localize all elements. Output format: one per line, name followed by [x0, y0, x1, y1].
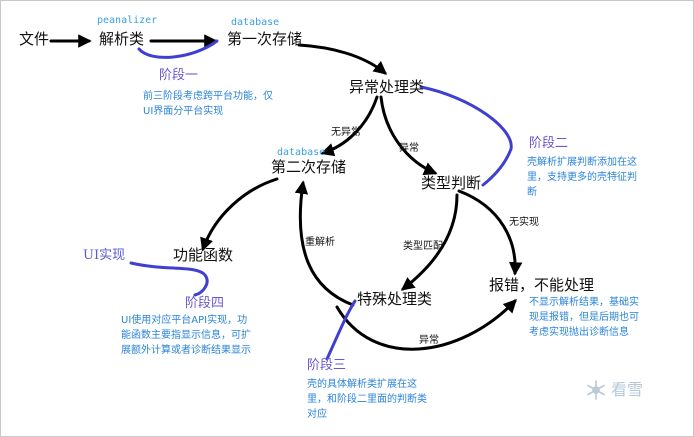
- watermark-text: 看雪: [611, 379, 644, 399]
- arrow-type-judge-to-special: [400, 193, 459, 291]
- stage-line-3: [325, 299, 357, 361]
- stage-4-note: UI使用对应平台API实现，功能函数主要指显示信息，可扩展额外计算或者诊断结果显…: [121, 315, 251, 356]
- node-exception-handler: 异常处理类: [349, 78, 425, 96]
- edge-label-exception: 异常: [399, 143, 419, 154]
- edge-label-reparse: 重解析: [305, 237, 335, 248]
- ui-implementation-label: UI实现: [83, 248, 126, 263]
- arrow-exception-to-second-store: [320, 95, 379, 157]
- arrow-exception-to-type-judge: [379, 95, 438, 175]
- stage-2-title: 阶段二: [529, 136, 569, 151]
- stage-line-1: [137, 39, 219, 59]
- stage-3-title: 阶段三: [307, 358, 347, 373]
- node-first-store: 第一次存储: [227, 30, 303, 48]
- node-second-store: 第二次存储: [271, 158, 347, 176]
- stage-4-title: 阶段四: [185, 296, 225, 311]
- snowflake-icon: [587, 380, 605, 400]
- node-error: 报错，不能处理: [489, 276, 595, 294]
- edge-label-no-impl: 无实现: [509, 217, 539, 228]
- node-file: 文件: [19, 30, 50, 48]
- edge-label-no-exception: 无异常: [331, 127, 361, 138]
- tag-database-1: database: [231, 17, 280, 28]
- edge-label-exception-2: 异常: [419, 335, 439, 346]
- node-parser: 解析类: [99, 30, 145, 48]
- tag-database-2: database: [277, 147, 326, 158]
- edge-label-type-match: 类型匹配: [403, 241, 443, 252]
- node-function: 功能函数: [173, 246, 234, 264]
- stage-1-title: 阶段一: [159, 68, 199, 83]
- tag-peanalizer: peanalizer: [97, 15, 158, 26]
- node-special-handler: 特殊处理类: [357, 290, 433, 308]
- stage-line-2: [419, 85, 513, 187]
- arrow-second-store-to-function: [200, 177, 279, 252]
- arrow-type-judge-to-error: [457, 189, 523, 276]
- node-type-judge: 类型判断: [421, 174, 482, 192]
- stage-2-note: 壳解析扩展判断添加在这里，支持更多的壳特征判断: [527, 157, 637, 198]
- watermark: 看雪: [585, 379, 643, 401]
- stage-3-note: 壳的具体解析类扩展在这里，和阶段二里面的判断类对应: [307, 379, 427, 420]
- stage-line-4: [129, 261, 209, 297]
- arrow-first-store-to-exception: [297, 43, 388, 75]
- arrow-special-to-error: [335, 299, 517, 351]
- arrow-special-to-second-store: [294, 180, 355, 307]
- stage-1-note: 前三阶段考虑跨平台功能，仅UI界面分平台实现: [143, 91, 273, 117]
- error-note: 不显示解析结果，基础实现是报错，但是后期也可考虑实现抛出诊断信息: [529, 297, 639, 338]
